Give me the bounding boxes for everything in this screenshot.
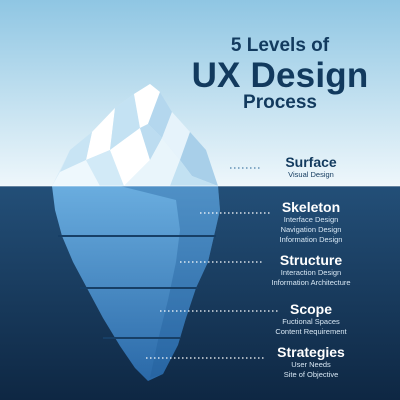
level-scope: Scope Fuctional Spaces Content Requireme… — [256, 301, 366, 337]
title-line-2: UX Design — [191, 56, 369, 95]
level-surface: Surface Visual Design — [256, 154, 366, 180]
level-name: Strategies — [277, 344, 345, 360]
level-name: Surface — [285, 154, 337, 170]
level-detail: Navigation Design — [280, 225, 342, 234]
level-detail: Information Design — [279, 235, 343, 244]
level-detail: Interaction Design — [280, 268, 342, 277]
level-strategies: Strategies User Needs Site of Objective — [256, 344, 366, 380]
iceberg-layer-lines — [58, 235, 216, 339]
level-name: Scope — [289, 301, 332, 317]
level-detail: User Needs — [291, 360, 331, 369]
level-detail: Site of Objective — [283, 370, 339, 379]
level-detail: Content Requirement — [275, 327, 347, 336]
level-detail: Interface Design — [283, 215, 339, 224]
level-structure: Structure Interaction Design Information… — [256, 252, 366, 288]
iceberg-tip — [52, 84, 218, 186]
title-line-3: Process — [243, 92, 317, 113]
leader-lines — [146, 167, 280, 359]
level-name: Skeleton — [281, 199, 341, 215]
title-line-1: 5 Levels of — [230, 35, 330, 56]
level-skeleton: Skeleton Interface Design Navigation Des… — [256, 199, 366, 245]
level-detail: Information Architecture — [271, 278, 351, 287]
level-detail: Visual Design — [288, 170, 334, 179]
underwater-iceberg — [52, 186, 220, 381]
level-detail: Fuctional Spaces — [282, 317, 340, 326]
level-name: Structure — [279, 252, 343, 268]
underwater-shade — [120, 186, 220, 378]
